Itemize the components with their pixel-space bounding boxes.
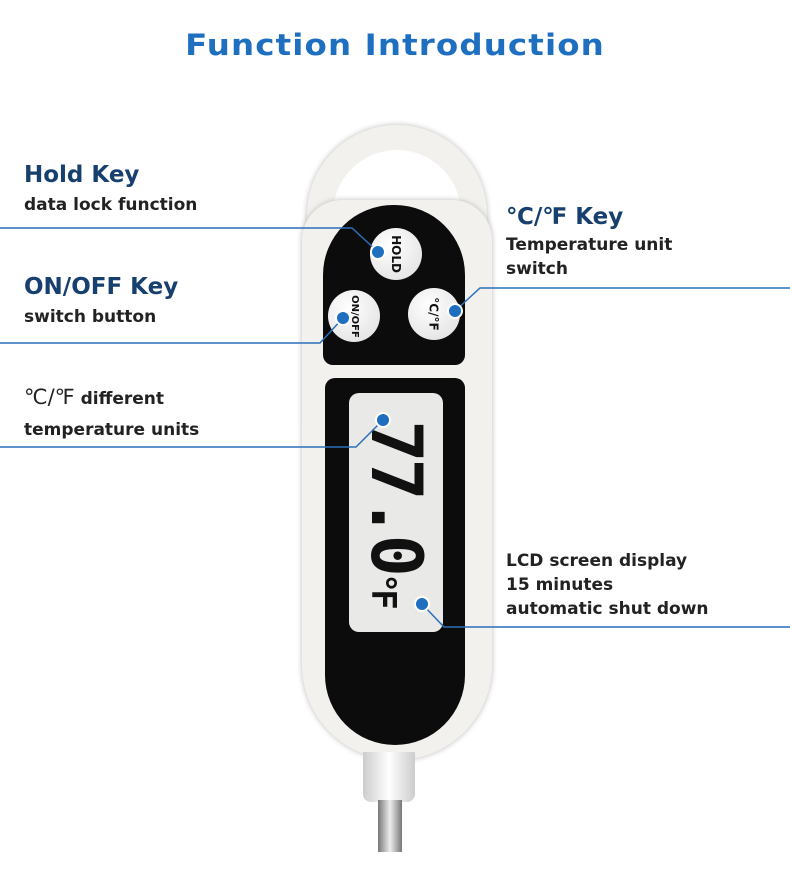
onoff-desc: switch button: [24, 307, 157, 327]
hold-desc: data lock function: [24, 195, 198, 215]
units-line-1: ℃/℉ different: [24, 385, 165, 409]
unit-key-dot: [447, 303, 463, 319]
onoff-heading: ON/OFF Key: [24, 274, 179, 300]
unit-key-desc-1: Temperature unit: [506, 235, 673, 255]
hold-heading: Hold Key: [24, 162, 140, 188]
lcd-line-1: LCD screen display: [506, 551, 688, 571]
lcd-line-2: 15 minutes: [506, 575, 614, 595]
probe-tip: [378, 800, 402, 852]
units-line-2: temperature units: [24, 420, 200, 440]
probe-base: [363, 752, 415, 802]
lcd-screen: [349, 393, 443, 632]
hold-dot: [370, 244, 386, 260]
unit-key-desc-2: switch: [506, 259, 568, 279]
units-dot: [375, 412, 391, 428]
unit-key-heading: ℃/℉ Key: [506, 204, 624, 230]
onoff-dot: [335, 310, 351, 326]
lcd-line-3: automatic shut down: [506, 599, 709, 619]
lcd-dot: [414, 596, 430, 612]
page-title: Function Introduction: [185, 28, 605, 62]
